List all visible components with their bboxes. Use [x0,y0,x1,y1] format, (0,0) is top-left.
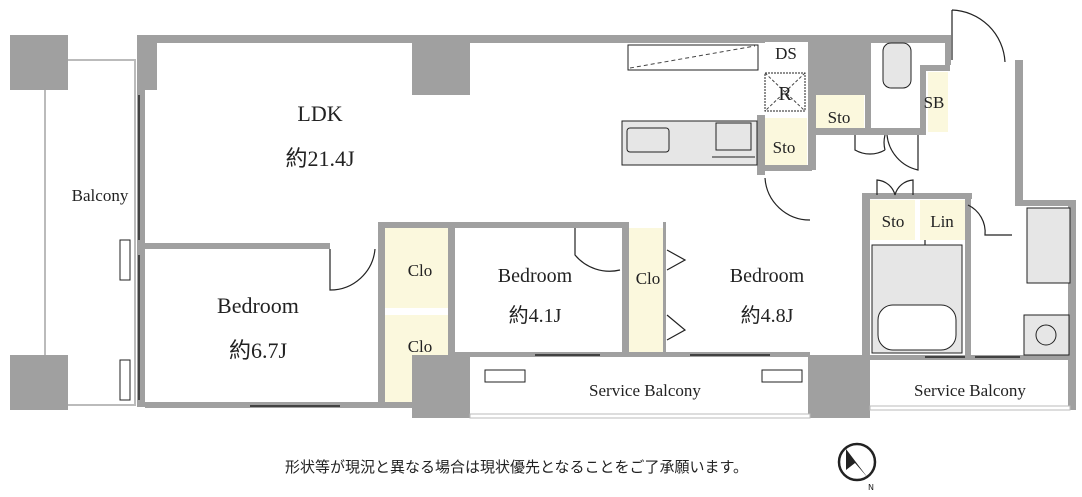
balcony-left: Balcony [44,59,136,406]
sink-icon [626,127,670,153]
bedroom-left-label: Bedroom [217,293,299,318]
column [808,355,870,418]
column [10,35,68,90]
ldk-size: 約21.4J [285,146,355,171]
bedroom-mid-label: Bedroom [498,265,573,287]
sto-bath-label: Sto [882,212,905,231]
bedroom-left-size: 約6.7J [229,338,288,363]
service-balcony-2-label: Service Balcony [914,381,1026,400]
column [10,355,68,410]
bedroom-right-label: Bedroom [730,265,805,287]
windows [138,95,1020,407]
ds-label: DS [775,44,797,63]
ldk-label: LDK [297,101,342,126]
column [412,40,470,95]
clo-1-label: Clo [408,261,433,280]
service-balcony-1-label: Service Balcony [589,381,701,400]
stove-icon [715,122,752,151]
walls [10,35,1076,418]
sto-hall-label: Sto [828,108,851,127]
wet-area [871,42,1071,356]
compass-icon: N [837,442,877,492]
washer-pan-icon [1023,314,1070,356]
outdoor-units [484,369,803,383]
bedroom-mid-size: 約4.1J [509,304,562,327]
clo-2-label: Clo [408,337,433,356]
compass-north-label: N [868,483,874,492]
column [412,355,470,418]
sto-kitchen-label: Sto [773,138,796,157]
clo-3-label: Clo [636,269,661,288]
washbasin-icon [1026,207,1071,284]
doors [329,9,1012,341]
sb-label: SB [924,93,945,112]
bedroom-right-size: 約4.8J [741,304,794,327]
toilet-icon [882,42,912,89]
lin-label: Lin [930,212,954,231]
r-label: R [778,83,792,105]
kitchen: DS R [621,42,808,166]
balcony-label: Balcony [72,186,129,205]
footer-note: 形状等が現況と異なる場合は現状優先となることをご了承願います。 [285,458,749,476]
